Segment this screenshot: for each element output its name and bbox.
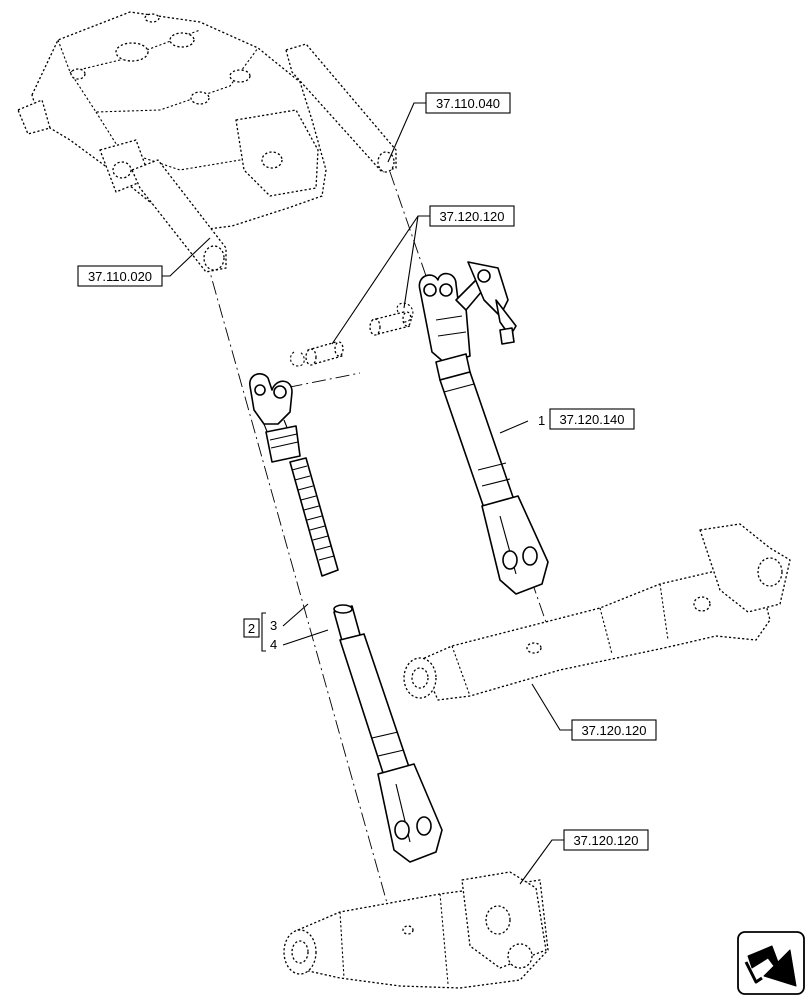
- next-page-arrow-icon[interactable]: [737, 931, 805, 995]
- leader-lines: [162, 102, 572, 885]
- svg-text:37.110.020: 37.110.020: [88, 269, 152, 284]
- lift-housing-ghost: [17, 11, 397, 273]
- ref-box-37-120-120-pin[interactable]: 37.120.120: [429, 205, 515, 227]
- lower-arm-right-ghost: [403, 523, 791, 701]
- callout-item-3: 3: [270, 618, 277, 633]
- pin-right: [369, 302, 414, 336]
- svg-text:37.120.120: 37.120.120: [439, 209, 504, 224]
- ref-box-37-120-120-bottom[interactable]: 37.120.120: [563, 829, 649, 851]
- callout-item-2: 2: [243, 618, 260, 638]
- ref-box-37-120-140[interactable]: 37.120.140: [549, 408, 635, 430]
- svg-text:37.110.040: 37.110.040: [436, 96, 500, 111]
- svg-text:2: 2: [248, 621, 255, 636]
- callout-item-4: 4: [270, 637, 277, 652]
- lift-rod-left: [249, 373, 443, 863]
- pin-left: [289, 341, 344, 367]
- ref-box-37-110-020[interactable]: 37.110.020: [77, 265, 163, 287]
- ref-box-37-110-040[interactable]: 37.110.040: [425, 92, 511, 114]
- lift-rod-right: [418, 261, 549, 595]
- callout-item-1: 1: [538, 413, 545, 428]
- ref-box-37-120-120-arm[interactable]: 37.120.120: [571, 719, 657, 741]
- svg-text:37.120.120: 37.120.120: [581, 723, 646, 738]
- svg-text:37.120.120: 37.120.120: [573, 833, 638, 848]
- svg-text:37.120.140: 37.120.140: [559, 412, 624, 427]
- lower-arm-bottom-ghost: [283, 871, 549, 989]
